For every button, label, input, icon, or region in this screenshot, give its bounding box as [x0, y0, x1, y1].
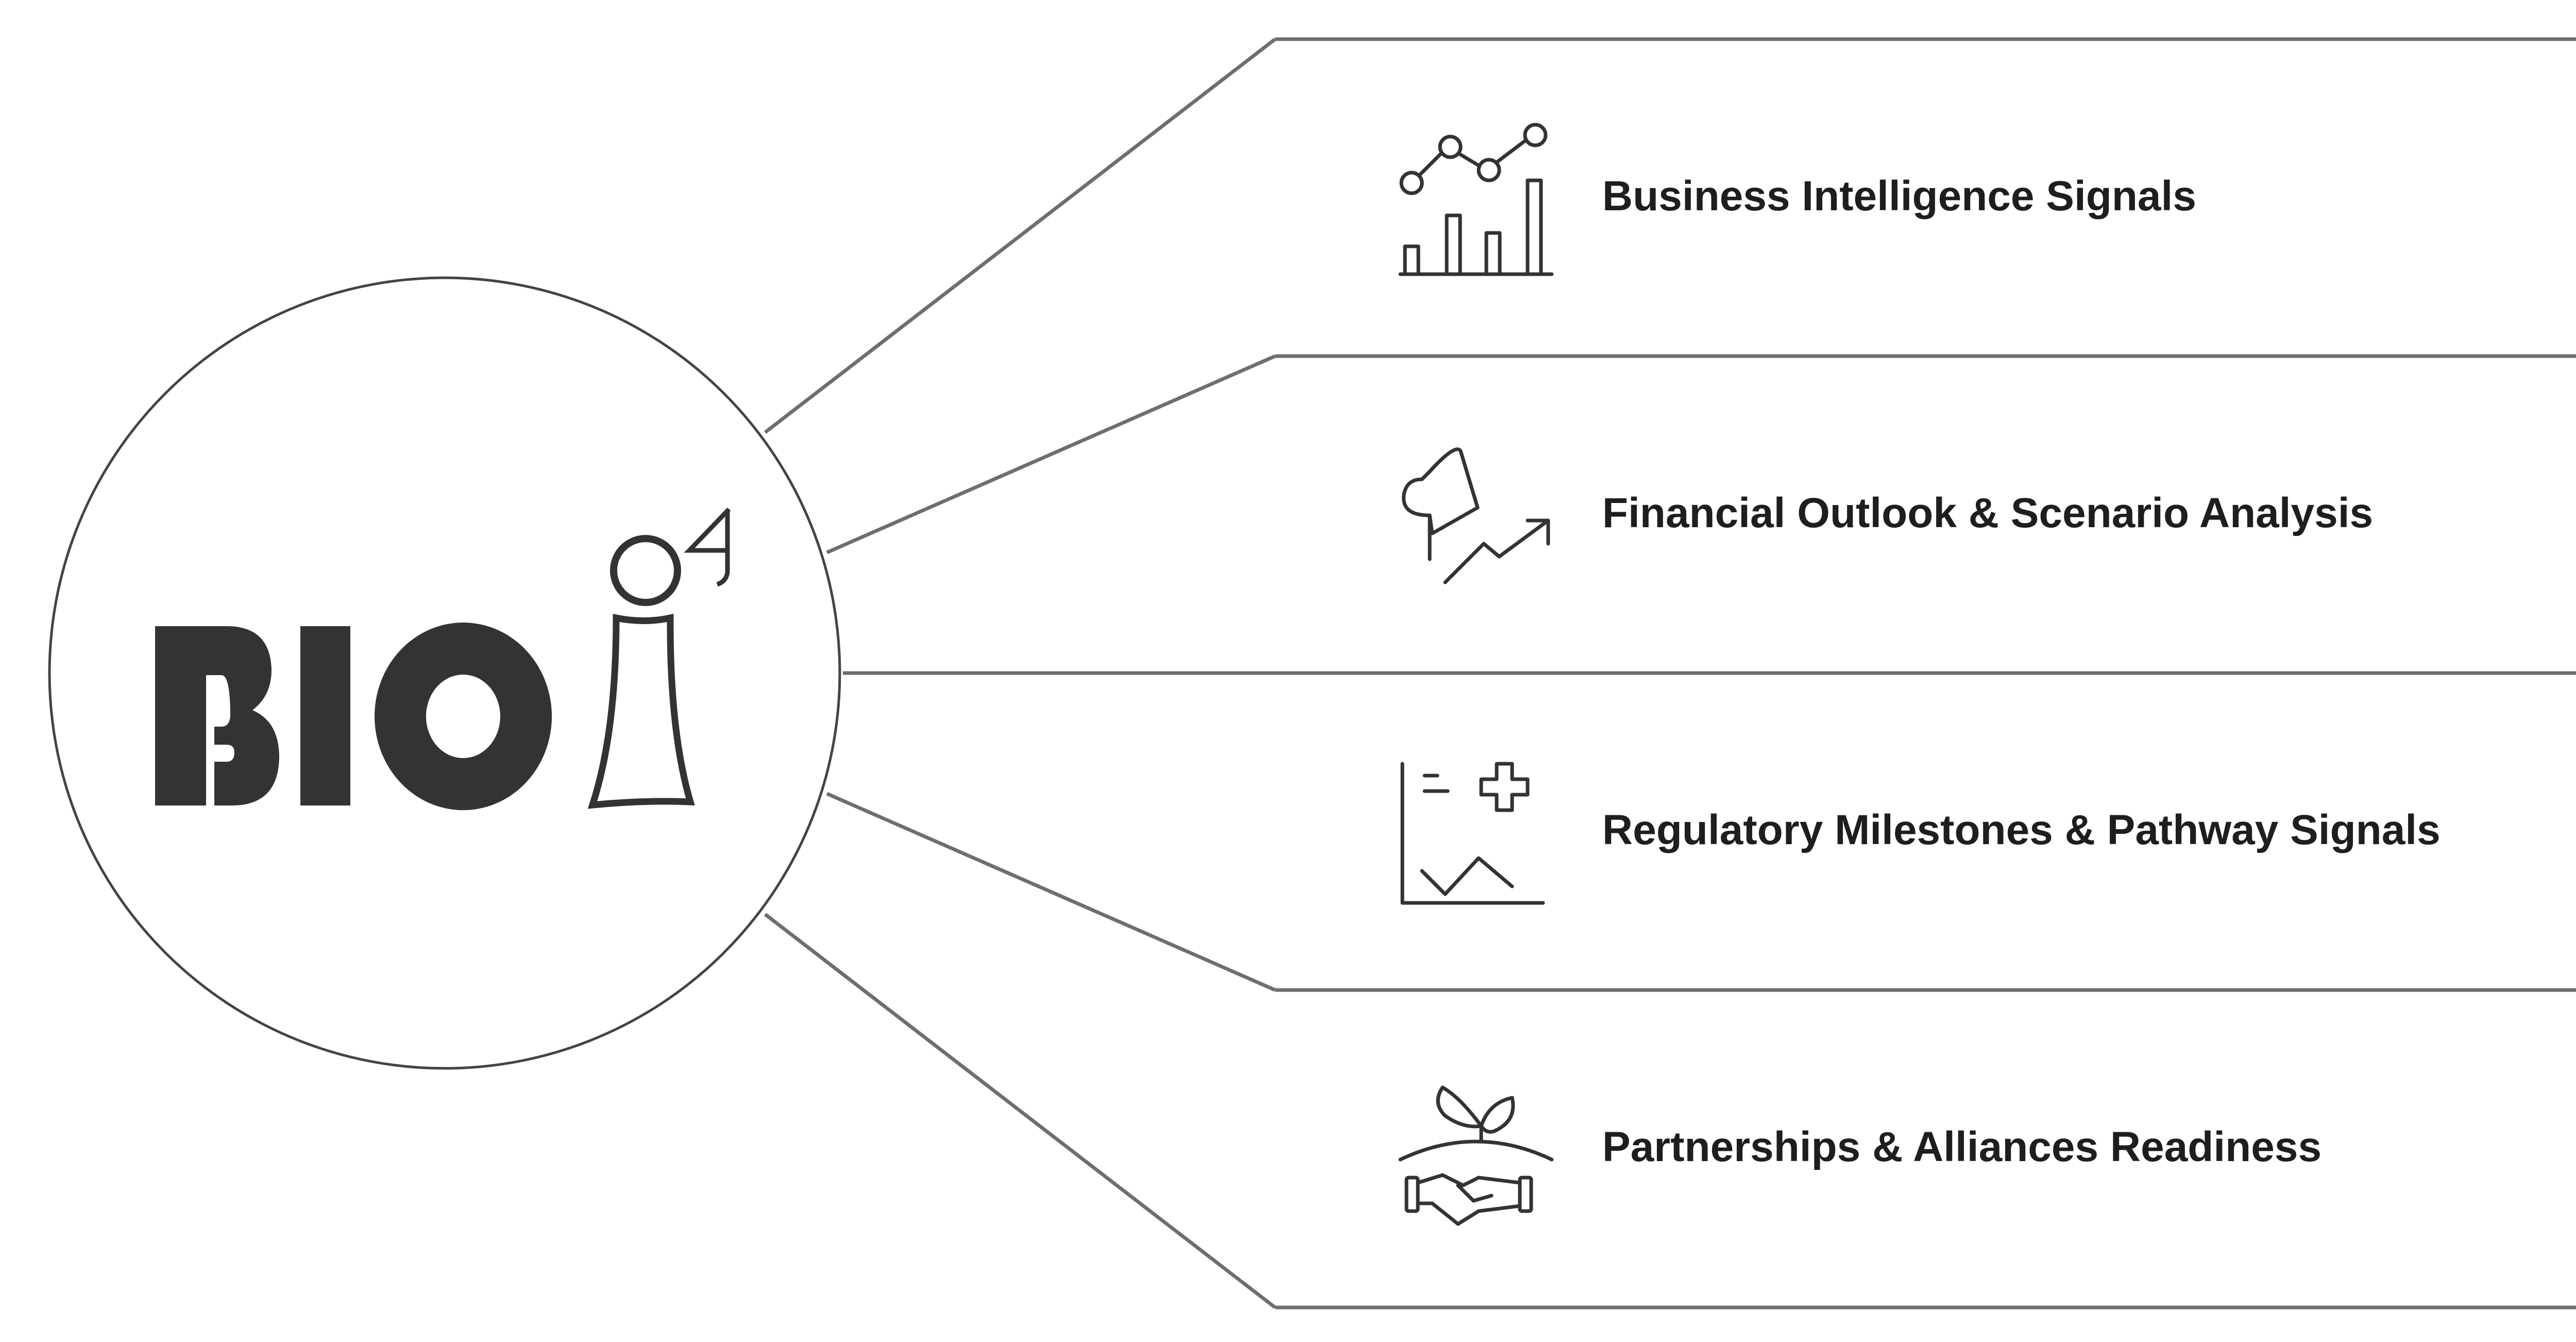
- connector-1: [764, 38, 1277, 434]
- connector-4: [826, 792, 1276, 992]
- item-label: Business Intelligence Signals: [1602, 173, 2196, 220]
- connector-2: [826, 354, 1276, 555]
- medical-chart-icon: [1400, 762, 1545, 905]
- connector-5: [764, 913, 1277, 1309]
- item-partnerships: Partnerships & Alliances Readiness: [1398, 1085, 2321, 1226]
- map-trend-arrow-icon: [1402, 447, 1550, 584]
- panel-frame: [1275, 37, 2576, 1310]
- item-business-intelligence: Business Intelligence Signals: [1398, 123, 2196, 276]
- bioi-logo: [155, 507, 731, 811]
- connectors: [764, 38, 2576, 1309]
- item-label: Partnerships & Alliances Readiness: [1602, 1123, 2321, 1170]
- handshake-sprout-icon: [1398, 1085, 1554, 1226]
- item-label: Regulatory Milestones & Pathway Signals: [1602, 807, 2441, 853]
- item-label: Financial Outlook & Scenario Analysis: [1602, 490, 2373, 536]
- item-regulatory-milestones: Regulatory Milestones & Pathway Signals: [1400, 762, 2441, 905]
- item-financial-outlook: Financial Outlook & Scenario Analysis: [1402, 447, 2373, 584]
- bar-line-chart-icon: [1398, 123, 1554, 276]
